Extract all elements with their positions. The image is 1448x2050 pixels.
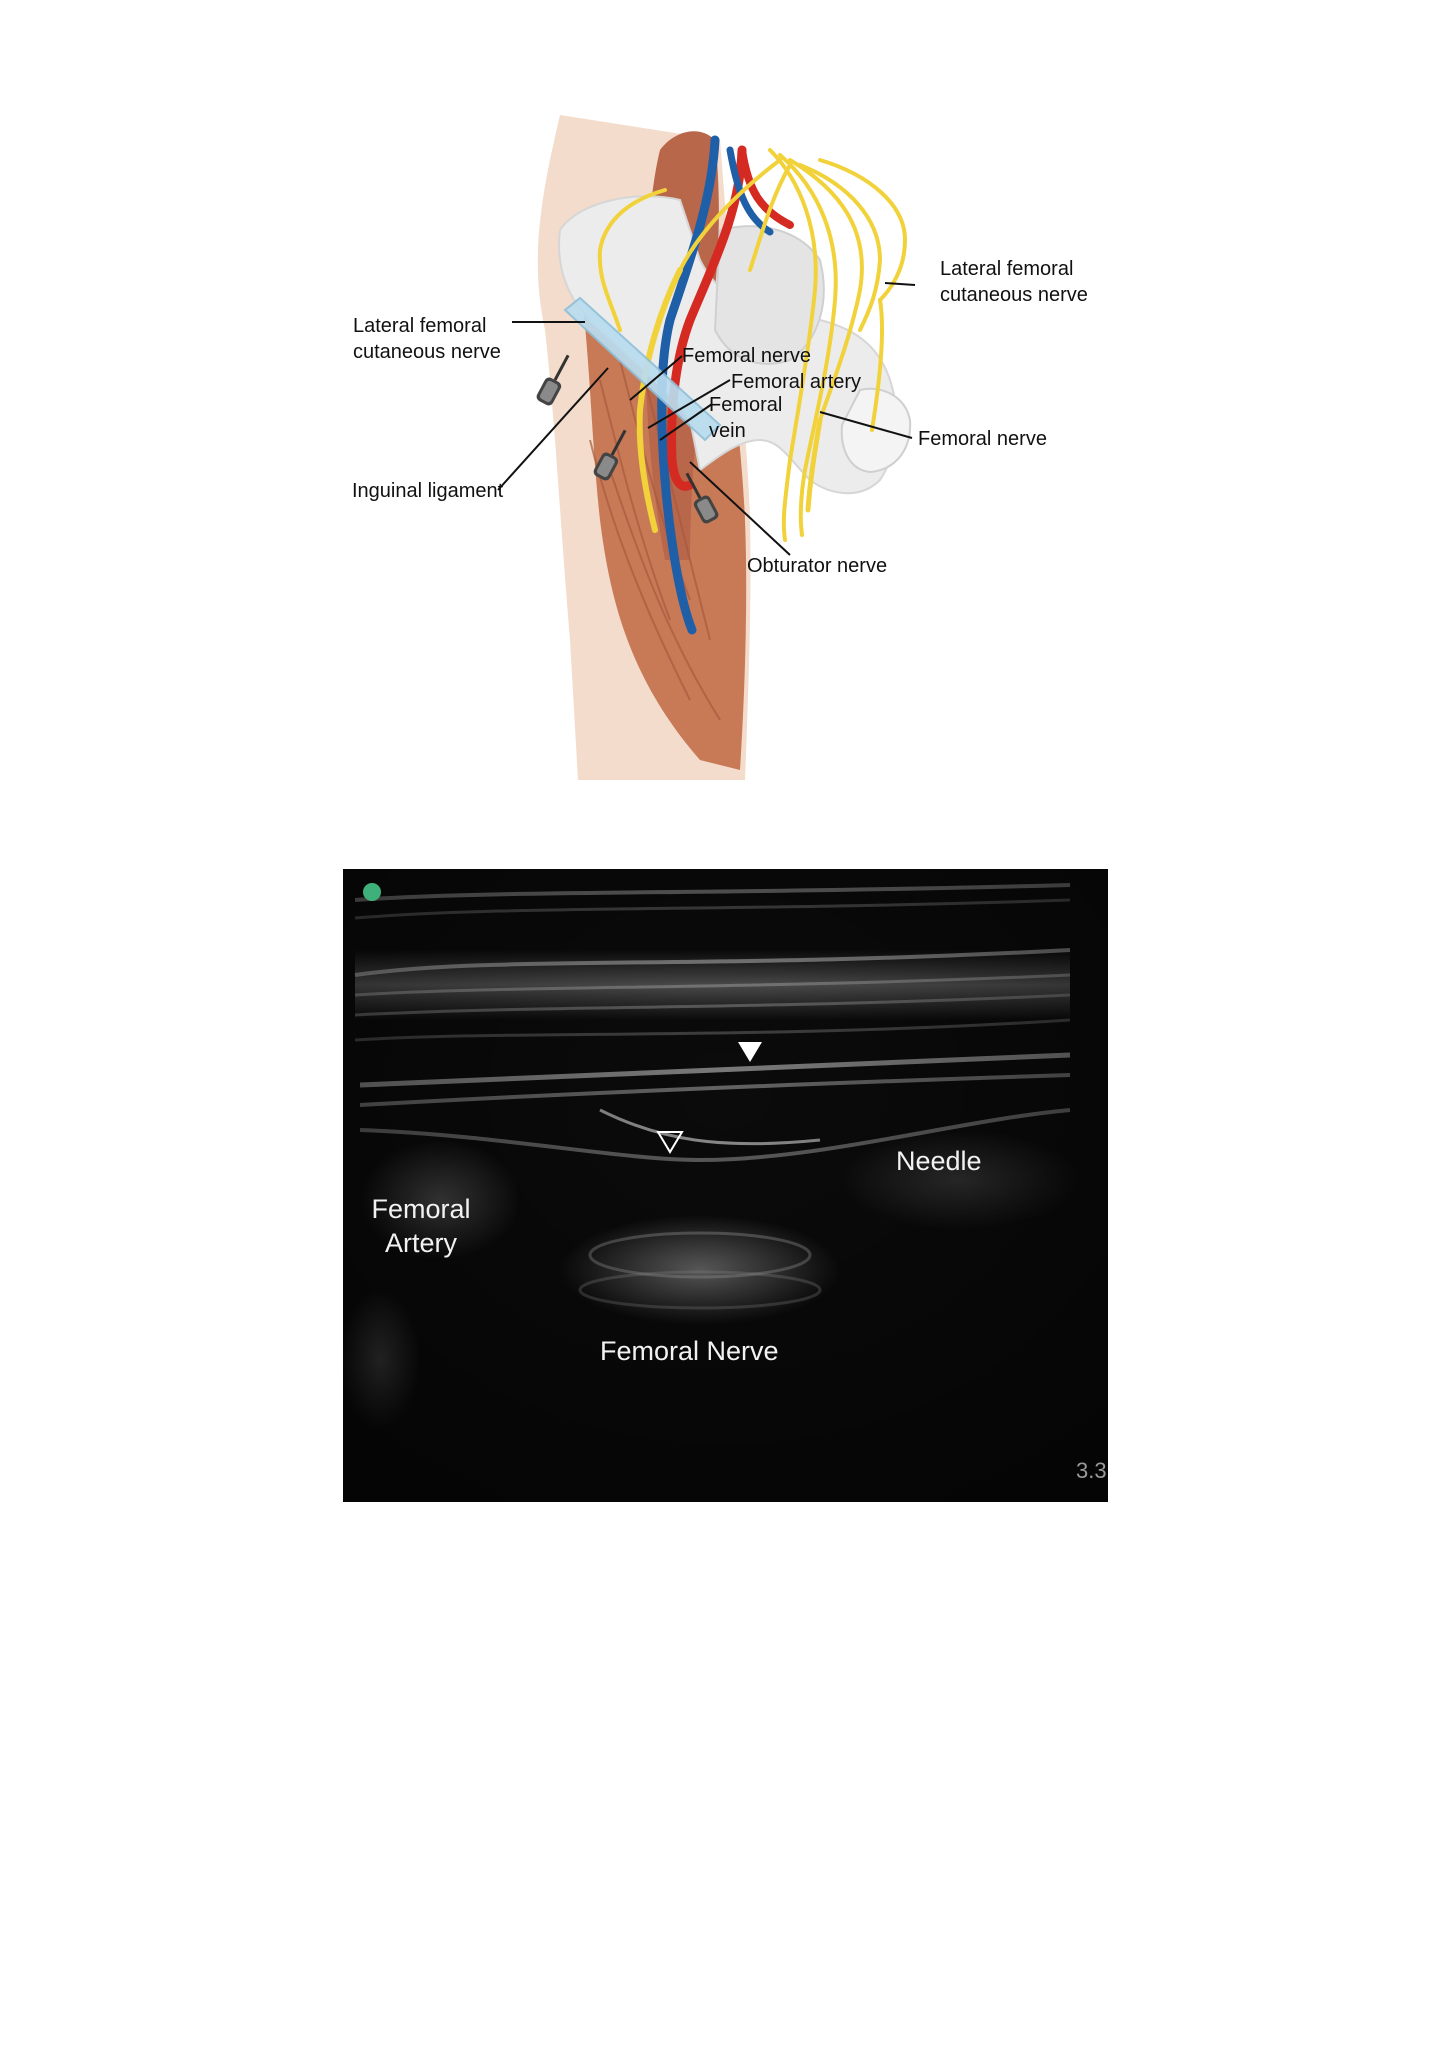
hollow-arrowhead-icon [656, 1131, 684, 1154]
label-lateral-femoral-cutaneous-nerve-left: Lateral femoral cutaneous nerve [353, 315, 501, 363]
label-femoral-vein: Femoral vein [709, 394, 783, 442]
sacrum-bone [713, 225, 825, 365]
femoral-artery [667, 145, 747, 491]
nerve-plexus [678, 148, 908, 542]
tissue-echoes [343, 869, 1108, 1502]
label-femoral-artery: Femoral artery [731, 371, 862, 393]
us-label-femoral-nerve: Femoral Nerve [600, 1336, 779, 1366]
orientation-dot [363, 883, 381, 901]
label-obturator-nerve: Obturator nerve [747, 555, 888, 577]
us-label-femoral-artery: Femoral Artery [371, 1194, 471, 1258]
label-lateral-femoral-cutaneous-nerve-right: Lateral femoral cutaneous nerve [940, 258, 1088, 306]
solid-arrowhead-icon [738, 1042, 762, 1062]
femoral-nerve [636, 267, 683, 533]
iliac-branch [738, 146, 794, 229]
leader-lines [497, 282, 916, 556]
depth-marker: 3.3 [1076, 1458, 1107, 1483]
label-femoral-nerve-right: Femoral nerve [918, 428, 1047, 450]
inguinal-ligament [563, 296, 722, 442]
hip-joint [840, 387, 912, 474]
label-inguinal-ligament: Inguinal ligament [352, 480, 504, 502]
label-femoral-nerve-center: Femoral nerve [682, 345, 811, 367]
us-label-needle: Needle [896, 1146, 982, 1176]
femoral-nerve-right [805, 417, 823, 513]
needle-icons [536, 354, 719, 524]
lateral-femoral-cutaneous-nerve [597, 188, 884, 432]
